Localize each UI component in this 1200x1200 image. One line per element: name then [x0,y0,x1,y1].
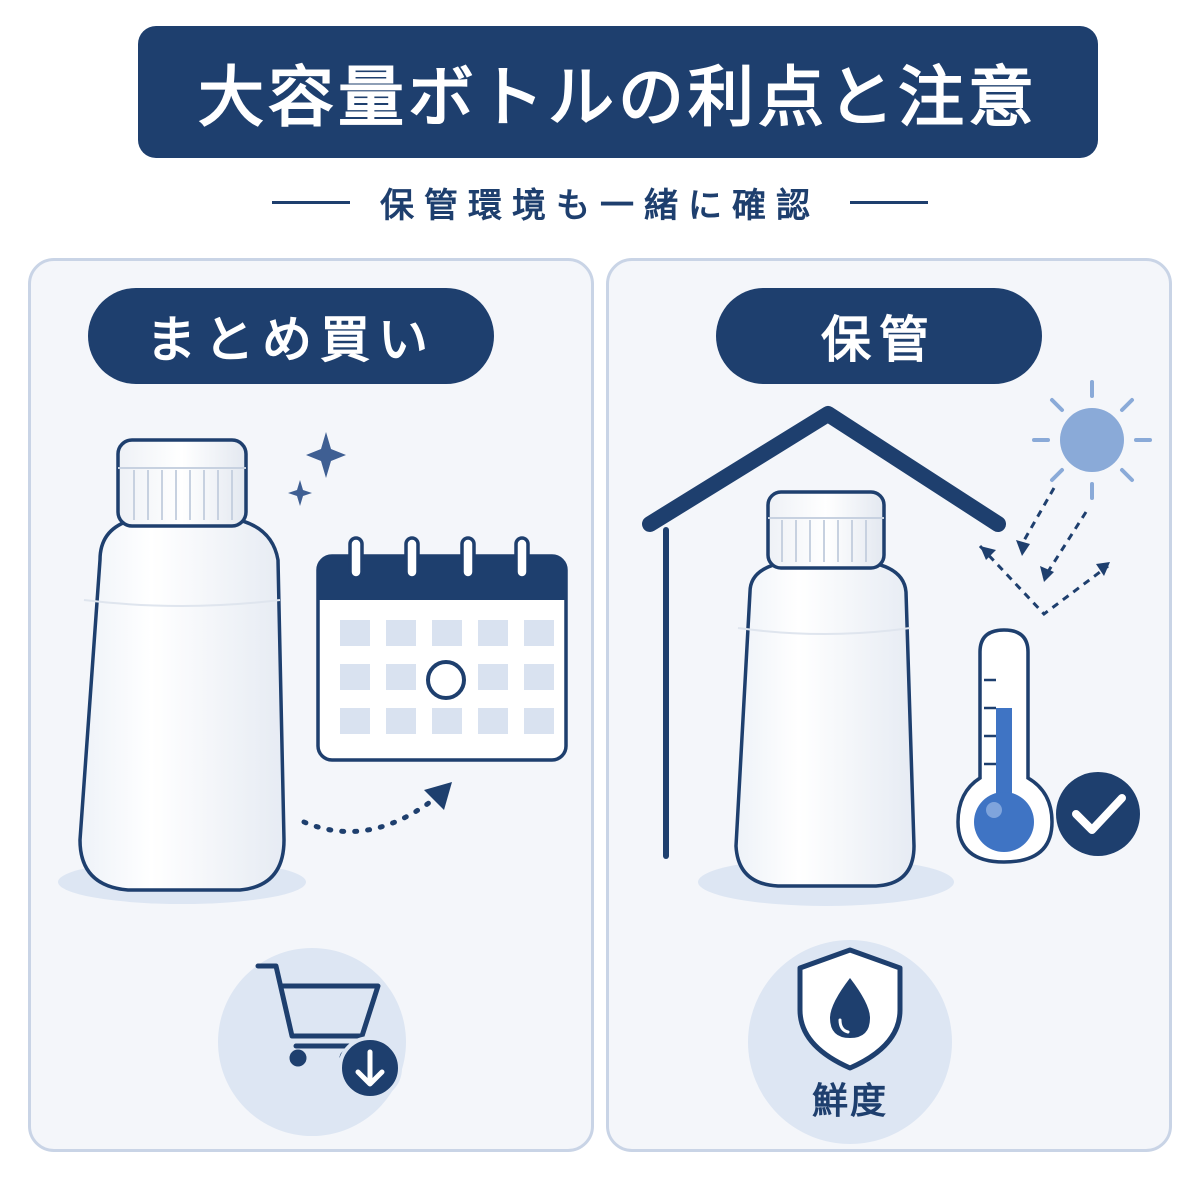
bulk-buy-pill: まとめ買い [88,288,494,384]
freshness-label: 鮮度 [811,1081,888,1122]
shield-drop-icon [797,947,903,1071]
dotted-arrow-icon [301,782,452,834]
title-banner: 大容量ボトルの利点と注意 [138,26,1098,158]
page-title: 大容量ボトルの利点と注意 [198,59,1038,136]
subtitle-row: 保管環境も一緒に確認 [0,172,1200,232]
sparkle-icon [288,432,346,506]
storage-pill: 保管 [716,288,1042,384]
house-roof-icon [642,406,1006,859]
bottle-icon [698,490,954,906]
subtitle-divider-left [272,200,350,204]
bottle-icon [58,438,306,904]
bulk-buy-label: まとめ買い [146,311,436,369]
subtitle-divider-right [850,200,928,204]
check-icon [1056,772,1140,856]
download-arrow-icon [338,1036,402,1100]
calendar-icon [316,536,568,762]
sun-icon [978,380,1152,617]
thermometer-icon [956,628,1054,864]
storage-label: 保管 [821,311,937,369]
page-subtitle: 保管環境も一緒に確認 [380,185,820,226]
